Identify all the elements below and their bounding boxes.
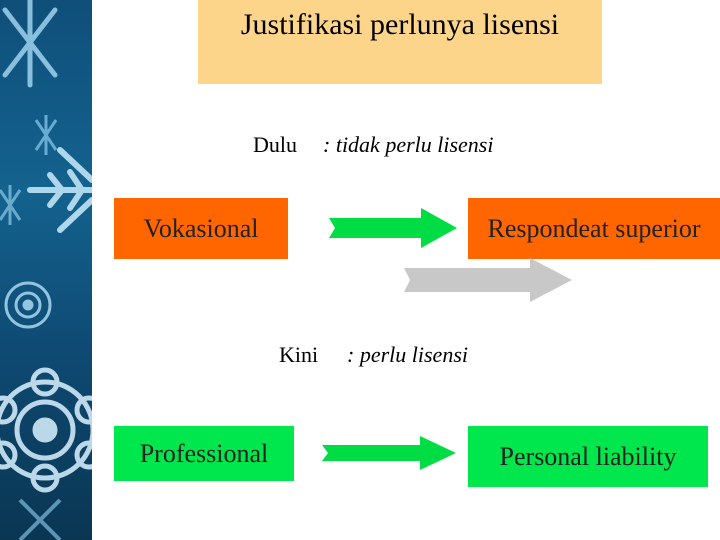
respondeat-superior-label: Respondeat superior: [487, 214, 700, 244]
title-box: Justifikasi perlunya lisensi: [198, 0, 602, 84]
personal-liability-box: Personal liability: [468, 426, 708, 487]
dulu-row: Dulu: tidak perlu lisensi: [253, 132, 493, 158]
right-arrow-icon: [404, 258, 572, 302]
snowflake-icon: [36, 115, 56, 155]
vokasional-label: Vokasional: [143, 214, 258, 244]
flower-icon: [6, 283, 50, 327]
snowflake-icon: [30, 150, 92, 230]
kini-text: : perlu lisensi: [347, 342, 468, 367]
kini-row: Kini: perlu lisensi: [279, 342, 468, 368]
right-arrow-icon: [322, 436, 456, 470]
professional-label: Professional: [140, 439, 269, 469]
personal-liability-label: Personal liability: [500, 442, 677, 472]
snowflake-icon: [5, 0, 55, 85]
slide-title: Justifikasi perlunya lisensi: [241, 8, 559, 42]
respondeat-superior-box: Respondeat superior: [468, 198, 720, 259]
flower-icon: [0, 370, 92, 490]
vokasional-box: Vokasional: [114, 198, 288, 259]
dulu-text: : tidak perlu lisensi: [323, 132, 493, 157]
right-arrow-icon: [329, 208, 457, 248]
decorative-side-panel: [0, 0, 92, 540]
snowflake-icon: [20, 500, 60, 540]
snowflake-icon: [0, 185, 20, 225]
kini-label: Kini: [279, 342, 347, 368]
professional-box: Professional: [114, 426, 294, 481]
snowflake-decoration: [0, 0, 92, 540]
dulu-label: Dulu: [253, 132, 323, 158]
